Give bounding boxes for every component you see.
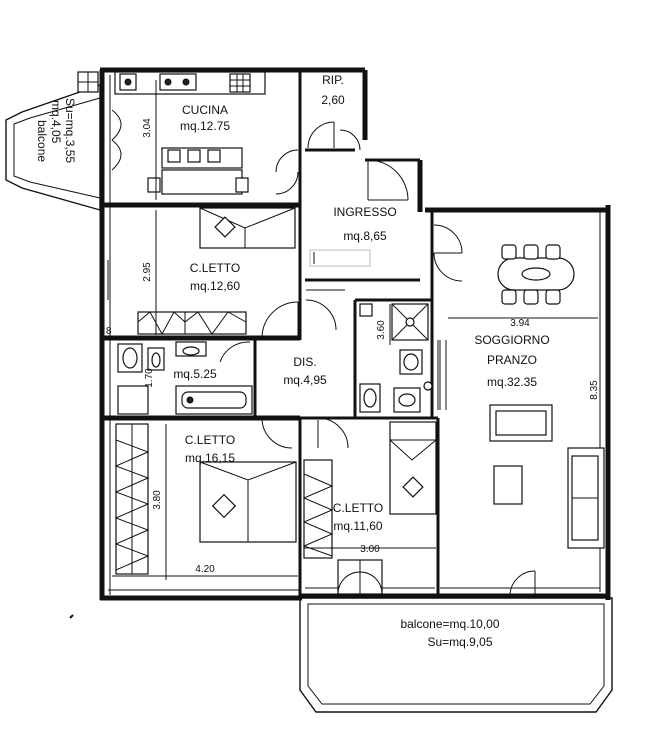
bathroom-2: 3.60 <box>359 303 433 413</box>
interior-walls <box>100 70 440 598</box>
bedroom-1: C.LETTO mq.12,60 2.95 8 <box>103 207 299 339</box>
bathroom-1-height-dim: 1.70 <box>144 368 155 388</box>
bedroom-3-name: C.LETTO <box>333 501 383 515</box>
kitchen-height-dim: 3.04 <box>142 118 153 138</box>
living-height-dim: 8.35 <box>589 380 600 400</box>
disimpegno-area: mq.4,95 <box>283 373 327 387</box>
bathroom-2-height-dim: 3.60 <box>376 320 387 340</box>
living-room: 3.94 SOGGIORNO PRANZO mq.32.35 8.35 <box>439 244 605 597</box>
bedroom-2: C.LETTO mq.16,15 3.80 4.20 <box>112 423 298 580</box>
bathroom-1-area: mq.5.25 <box>173 367 217 381</box>
bottom-balcony-usable-area: Su=mq.9,05 <box>427 635 492 649</box>
left-balcony-usable-area: Su=mq.3,55 <box>63 98 77 163</box>
ingresso: INGRESSO mq.8,65 <box>309 159 463 282</box>
stray-mark <box>69 614 74 619</box>
bedroom-3: C.LETTO mq.11,60 3.00 <box>302 421 437 595</box>
bedroom-3-area: mq.11,60 <box>333 519 382 533</box>
left-balcony-area: mq.4,05 <box>49 100 63 144</box>
living-area: mq.32.35 <box>487 375 537 389</box>
bedroom-1-name: C.LETTO <box>190 261 240 275</box>
living-width-dim: 3.94 <box>510 318 530 329</box>
disimpegno: DIS. mq.4,95 <box>261 299 349 449</box>
ingresso-area: mq.8,65 <box>343 229 387 243</box>
ingresso-name: INGRESSO <box>333 205 396 219</box>
outer-walls <box>99 67 611 601</box>
kitchen-area: mq.12.75 <box>180 119 230 133</box>
left-balcony: balcone mq.4,05 Su=mq.3,55 <box>5 84 101 211</box>
bedroom-2-height-dim: 3.80 <box>152 490 163 510</box>
kitchen-name: CUCINA <box>182 103 228 117</box>
disimpegno-name: DIS. <box>293 355 316 369</box>
living-name-2: PRANZO <box>487 353 537 367</box>
bedroom-1-height-dim: 2.95 <box>142 262 153 282</box>
bedroom-3-width-dim: 3.00 <box>360 544 380 555</box>
bottom-balcony-area: balcone=mq.10,00 <box>400 617 499 631</box>
bedroom-2-area: mq.16,15 <box>185 451 235 465</box>
bedroom-2-width-dim: 4.20 <box>195 564 215 575</box>
ripostiglio: RIP. 2,60 <box>307 73 361 151</box>
bedroom-1-area: mq.12,60 <box>190 279 240 293</box>
left-balcony-label: balcone <box>35 120 49 162</box>
ripostiglio-area: 2,60 <box>321 93 345 107</box>
marker-8: 8 <box>106 326 112 337</box>
bathroom-1: mq.5.25 1.70 <box>117 341 253 415</box>
bottom-balcony: balcone=mq.10,00 Su=mq.9,05 <box>299 597 613 713</box>
kitchen: CUCINA mq.12.75 3.04 <box>77 71 299 200</box>
living-name-1: SOGGIORNO <box>474 333 549 347</box>
bedroom-2-name: C.LETTO <box>185 433 235 447</box>
ripostiglio-name: RIP. <box>322 73 344 87</box>
